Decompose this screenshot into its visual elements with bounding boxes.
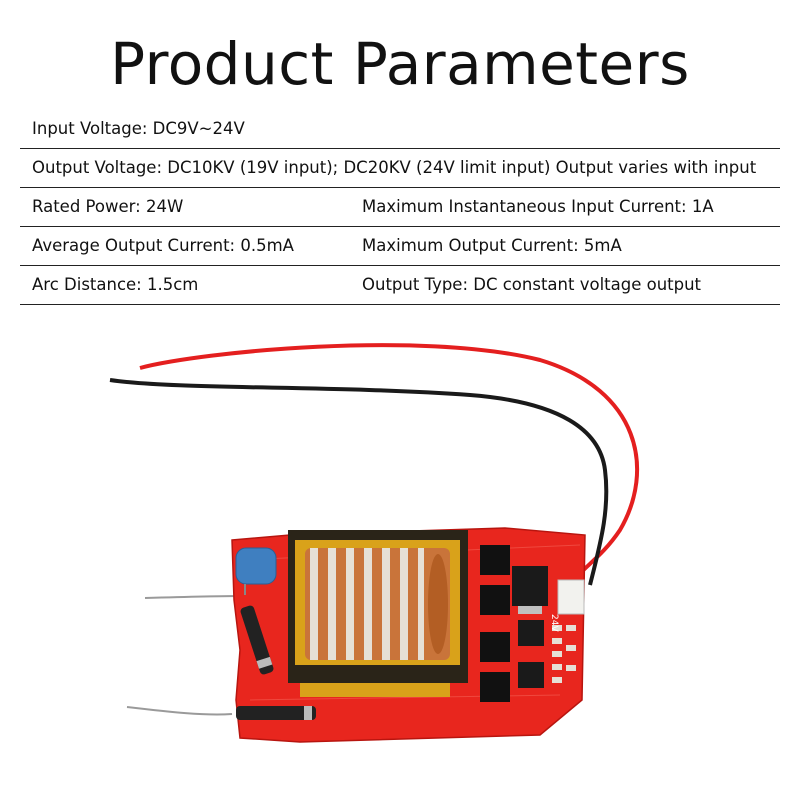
param-row-output-voltage: Output Voltage: DC10KV (19V input); DC20…	[20, 149, 780, 188]
param-row-current: Average Output Current: 0.5mA Maximum Ou…	[20, 227, 780, 266]
param-output-voltage: Output Voltage: DC10KV (19V input); DC20…	[32, 158, 757, 177]
param-avg-output-current: Average Output Current: 0.5mA	[32, 236, 294, 255]
param-max-instant-current: Maximum Instantaneous Input Current: 1A	[362, 197, 714, 216]
board-label: 24V	[549, 614, 559, 632]
regulator	[512, 566, 548, 606]
diode-top	[240, 605, 274, 675]
param-output-type: Output Type: DC constant voltage output	[362, 275, 702, 294]
param-arc-distance: Arc Distance: 1.5cm	[32, 275, 199, 294]
page-title: Product Parameters	[110, 30, 690, 98]
param-input-voltage: Input Voltage: DC9V~24V	[32, 119, 245, 138]
mosfet-4	[480, 672, 510, 702]
capacitor	[235, 547, 277, 585]
output-lead-top	[144, 595, 241, 599]
param-rated-power: Rated Power: 24W	[32, 197, 184, 216]
smd-resistors	[552, 625, 576, 683]
red-wire	[139, 343, 640, 586]
ic-2	[518, 662, 544, 688]
product-photo: 24V	[109, 343, 640, 743]
parameters-table: Input Voltage: DC9V~24V Output Voltage: …	[20, 110, 780, 305]
param-row-input-voltage: Input Voltage: DC9V~24V	[20, 110, 780, 149]
mosfet-2	[480, 585, 510, 615]
transformer-windings	[305, 548, 450, 660]
ic-1	[518, 620, 544, 646]
param-row-arc: Arc Distance: 1.5cm Output Type: DC cons…	[20, 266, 780, 305]
param-row-power: Rated Power: 24W Maximum Instantaneous I…	[20, 188, 780, 227]
diode-bottom	[236, 706, 316, 720]
black-wire	[109, 378, 609, 586]
input-connector	[557, 579, 585, 615]
mosfet-1	[480, 545, 510, 575]
output-lead-bottom	[126, 706, 233, 716]
param-max-output-current: Maximum Output Current: 5mA	[362, 236, 622, 255]
mosfet-3	[480, 632, 510, 662]
